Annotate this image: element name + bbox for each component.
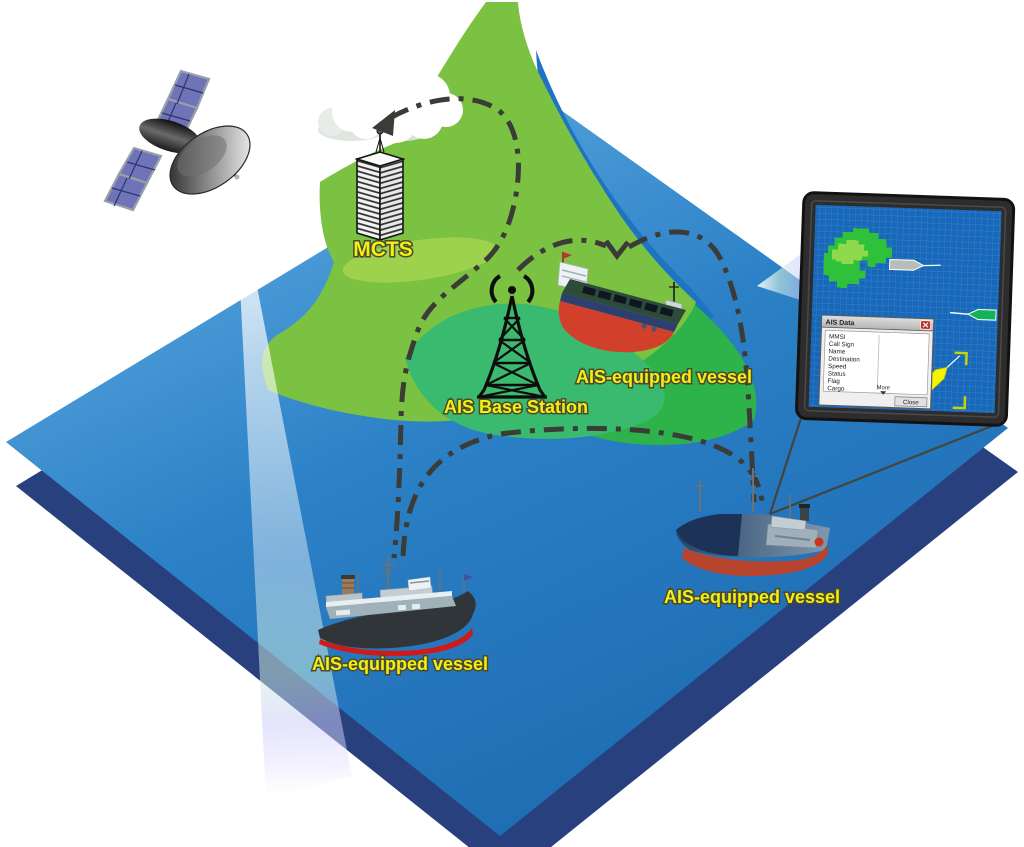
gray-vessel-marker-icon bbox=[888, 258, 941, 271]
vessel-top-label: AIS-equipped vessel bbox=[576, 367, 752, 387]
satellite-icon bbox=[103, 69, 251, 212]
ais-display-monitor: AIS Data MMSI Call Sign Name Destination… bbox=[795, 191, 1016, 427]
chart-island bbox=[823, 228, 893, 288]
sea-layer bbox=[6, 108, 1008, 836]
signal-path-tanker-to-right-vessel bbox=[627, 229, 757, 503]
vessel-left-label: AIS-equipped vessel bbox=[312, 654, 488, 674]
field-cargo: Cargo bbox=[827, 385, 845, 393]
mcts-label: MCTS bbox=[353, 238, 413, 261]
chevron-down-icon bbox=[880, 391, 887, 395]
signal-path-basestation-to-tanker bbox=[516, 237, 608, 272]
green-vessel-marker-icon bbox=[949, 309, 997, 321]
close-icon[interactable] bbox=[920, 320, 932, 330]
field-name: Name bbox=[828, 348, 846, 356]
more-button[interactable]: More bbox=[876, 385, 890, 395]
field-callsign: Call Sign bbox=[829, 341, 855, 349]
monitor-callout-lines bbox=[768, 417, 1003, 516]
base-station-label: AIS Base Station bbox=[444, 397, 588, 417]
land-light-streak bbox=[342, 237, 498, 283]
field-status: Status bbox=[828, 370, 846, 378]
close-button[interactable]: Close bbox=[894, 396, 928, 408]
close-button-label: Close bbox=[903, 399, 920, 407]
signal-paths bbox=[388, 96, 765, 559]
vessel-right-ship-icon bbox=[676, 468, 830, 576]
window-title: AIS Data bbox=[825, 319, 854, 327]
field-flag: Flag bbox=[827, 378, 840, 385]
mcts-building-icon bbox=[354, 127, 406, 242]
vessel-right-label: AIS-equipped vessel bbox=[664, 587, 840, 607]
window-titlebar[interactable] bbox=[821, 314, 935, 332]
radio-tower-icon bbox=[477, 274, 547, 399]
ais-data-window: AIS Data MMSI Call Sign Name Destination… bbox=[818, 314, 935, 410]
vessel-left-ship-icon bbox=[318, 556, 476, 657]
field-speed: Speed bbox=[828, 363, 847, 371]
river bbox=[536, 50, 714, 347]
field-destination: Destination bbox=[828, 356, 860, 364]
signal-path-cloud-to-left-vessel bbox=[388, 96, 521, 559]
satellite-solar-panel bbox=[103, 146, 163, 212]
vessel-top-ship-icon bbox=[557, 252, 686, 353]
arrowhead-icon bbox=[372, 110, 395, 136]
field-mmsi: MMSI bbox=[829, 333, 846, 341]
more-label: More bbox=[877, 385, 890, 391]
arrowhead-chevron-icon bbox=[603, 239, 630, 261]
